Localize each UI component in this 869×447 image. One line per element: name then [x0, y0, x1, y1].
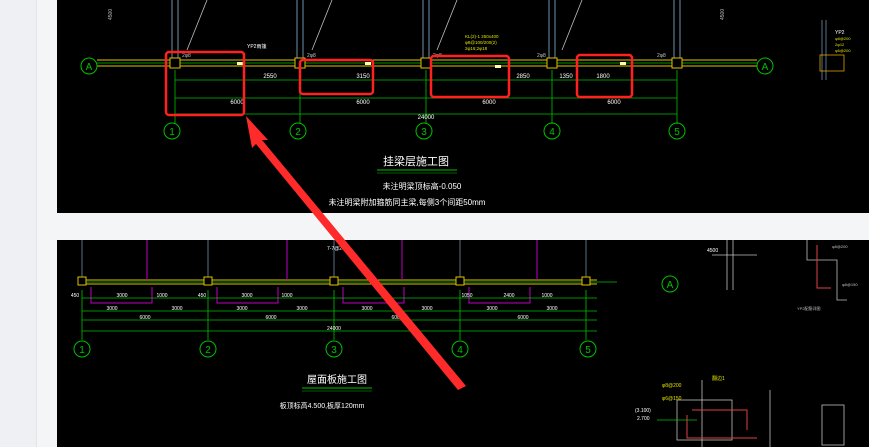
axis-a-right: A	[756, 57, 774, 75]
svg-text:A: A	[86, 62, 93, 73]
svg-text:φ8@200: φ8@200	[662, 383, 682, 389]
beam-tag: YP2雨篷	[247, 43, 266, 50]
note-1-2: 未注明梁附加箍筋同主梁,每侧3个间距50mm	[329, 197, 486, 207]
axis-a-left: A	[80, 57, 98, 75]
svg-text:φ8@100/200(2): φ8@100/200(2)	[465, 40, 497, 45]
highlight-box-2	[298, 58, 375, 96]
dim-small-3: 2850	[516, 74, 530, 80]
dim2-small-8: 2400	[503, 293, 514, 299]
axis-number-2: 2	[295, 127, 301, 138]
axis-number-3: 3	[421, 127, 427, 138]
svg-text:2φ8: 2φ8	[537, 53, 546, 59]
drawing-title-1: 挂梁层施工图	[383, 154, 449, 168]
side-dim: 4500	[707, 248, 718, 254]
svg-text:2φ8: 2φ8	[657, 53, 666, 59]
svg-text:4500: 4500	[108, 9, 114, 20]
svg-text:2φ16;2φ18: 2φ16;2φ18	[465, 46, 488, 51]
dim2-bay-5: 3000	[361, 306, 372, 312]
dim-bay-2: 6000	[356, 100, 370, 106]
dim2-small-7: 1050	[461, 293, 472, 299]
dim-bay-1: 6000	[230, 100, 244, 106]
axis2-number-2: 2	[205, 345, 211, 356]
svg-text:A: A	[667, 280, 674, 291]
dim-small-2: 3150	[356, 74, 370, 80]
annotation-arrow	[246, 116, 466, 390]
axis2-number-4: 4	[457, 345, 463, 356]
axis2-number-5: 5	[585, 345, 591, 356]
dim2-small-9: 1000	[541, 293, 552, 299]
dim2-small-2: 3000	[116, 293, 127, 299]
svg-text:φ8@200: φ8@200	[835, 36, 851, 41]
dim2-bay-4: 3000	[296, 306, 307, 312]
svg-text:φ8@200: φ8@200	[832, 244, 848, 249]
dim2-bay-3: 3000	[236, 306, 247, 312]
dim2-mid-2: 6000	[265, 315, 276, 321]
dim2-bay-7: 3000	[486, 306, 497, 312]
svg-text:2φ8: 2φ8	[307, 53, 316, 59]
dim2-small-4: 450	[198, 293, 207, 299]
dim2-small-5: 3000	[241, 293, 252, 299]
dim2-mid-3: 6000	[391, 315, 402, 321]
svg-text:2φ8: 2φ8	[182, 53, 191, 59]
highlight-box-4	[575, 53, 634, 99]
elev-b: 2.700	[637, 416, 650, 422]
axis-number-1: 1	[169, 127, 175, 138]
dim2-mid-4: 6000	[517, 315, 528, 321]
dim-small-4: 1350	[559, 74, 573, 80]
dim2-bay-2: 3000	[171, 306, 182, 312]
top-tag: 7-7@200	[327, 246, 348, 252]
dim2-small-1: 450	[71, 293, 80, 299]
highlight-box-1	[164, 50, 246, 117]
svg-text:翻边1: 翻边1	[712, 375, 725, 382]
note-1-1: 未注明梁顶标高-0.050	[383, 181, 462, 191]
note-2-1: 板顶标高4.500,板厚120mm	[280, 401, 365, 410]
dim-total: 24000	[418, 115, 435, 121]
left-sidebar	[0, 0, 37, 447]
svg-text:YP2配筋详图: YP2配筋详图	[797, 305, 821, 311]
dim-bay-4: 6000	[607, 100, 621, 106]
dim2-small-3: 1000	[156, 293, 167, 299]
dim2-total: 24000	[327, 326, 341, 332]
axis2-number-3: 3	[331, 345, 337, 356]
dim2-bay-8: 3000	[546, 306, 557, 312]
dim-small-5: 1800	[596, 74, 610, 80]
axis-a-right-2: A	[661, 275, 679, 293]
axis2-number-1: 1	[79, 345, 85, 356]
dim2-small-6: 1000	[281, 293, 292, 299]
svg-text:φ6@200: φ6@200	[835, 48, 851, 53]
svg-text:4500: 4500	[720, 9, 726, 20]
dim2-mid-1: 6000	[139, 315, 150, 321]
drawing-title-2: 屋面板施工图	[307, 373, 367, 386]
axis-number-4: 4	[549, 127, 555, 138]
axis-number-5: 5	[674, 127, 680, 138]
dim-bay-3: 6000	[482, 100, 496, 106]
svg-text:A: A	[762, 62, 769, 73]
elev-a: (3.100)	[635, 408, 651, 414]
side-tag: YP2	[835, 30, 845, 36]
dim-small-1: 2550	[263, 74, 277, 80]
dim2-bay-6: 3000	[421, 306, 432, 312]
svg-text:2φ12: 2φ12	[835, 42, 845, 47]
svg-text:φ6@150: φ6@150	[662, 396, 682, 402]
svg-text:φ8@150: φ8@150	[842, 282, 858, 287]
highlight-box-3	[429, 54, 511, 99]
svg-text:KL(2)-1 250x400: KL(2)-1 250x400	[465, 34, 499, 39]
cad-image-roof-slab-plan: 7-7@200 A 450 3000 1000 450 3000 1000 10…	[57, 240, 869, 447]
dim2-bay-1: 3000	[106, 306, 117, 312]
